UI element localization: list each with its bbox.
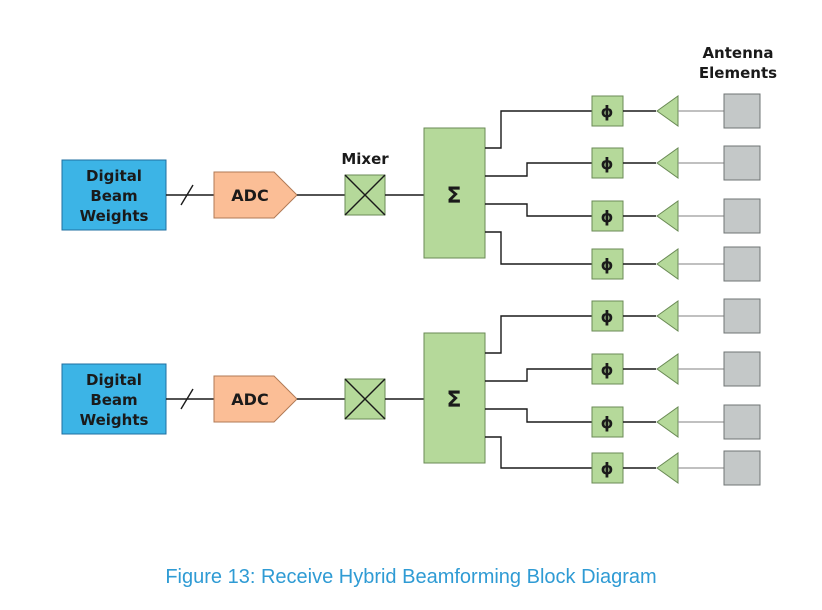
phase-symbol: ϕ: [601, 459, 614, 478]
antenna-elements-label-line2: Elements: [699, 64, 777, 82]
summation-block: [423, 127, 486, 259]
phase-symbol: ϕ: [601, 413, 614, 432]
phase-shifter-block: [591, 406, 624, 438]
antenna-element: [723, 351, 761, 387]
summation-block: [423, 332, 486, 464]
phase-shifter-block: [591, 248, 624, 280]
amplifier-triangle: [656, 452, 679, 484]
dbw-label-line3: Weights: [80, 411, 149, 429]
phase-symbol: ϕ: [601, 307, 614, 326]
phase-symbol: ϕ: [601, 255, 614, 274]
phase-shifter-block: [591, 300, 624, 332]
phase-shifter-block: [591, 95, 624, 127]
branch-line: [485, 203, 592, 217]
phase-shifter-block: [591, 452, 624, 484]
amplifier-triangle: [656, 95, 679, 127]
amplifier-triangle: [656, 353, 679, 385]
branch-line: [485, 162, 592, 177]
dbw-label-line1: Digital: [86, 371, 142, 389]
phase-symbol: ϕ: [601, 207, 614, 226]
branch-line: [485, 368, 592, 382]
bus-slash: [180, 388, 194, 410]
dbw-label-line2: Beam: [90, 187, 137, 205]
summation-symbol: Σ: [446, 388, 461, 413]
summation-symbol: Σ: [446, 184, 461, 209]
phase-symbol: ϕ: [601, 360, 614, 379]
block-diagram: Antenna Elements Mixer DigitalBeamWeight…: [61, 44, 777, 486]
dbw-label-line2: Beam: [90, 391, 137, 409]
amplifier-triangle: [656, 406, 679, 438]
branch-line: [485, 231, 592, 265]
mixer-cross: [344, 378, 386, 420]
digital-beam-weights-box: [61, 159, 167, 231]
phase-symbol: ϕ: [601, 154, 614, 173]
antenna-element: [723, 145, 761, 181]
antenna-element: [723, 450, 761, 486]
antenna-elements-label-line1: Antenna: [702, 44, 773, 62]
bus-slash: [180, 184, 194, 206]
antenna-element: [723, 198, 761, 234]
amplifier-triangle: [656, 248, 679, 280]
amplifier-triangle: [656, 200, 679, 232]
adc-label: ADC: [231, 390, 268, 409]
branch-line: [485, 315, 592, 354]
mixer-cross: [344, 174, 386, 216]
antenna-element: [723, 93, 761, 129]
antenna-element: [723, 246, 761, 282]
dbw-label-line1: Digital: [86, 167, 142, 185]
figure-caption: Figure 13: Receive Hybrid Beamforming Bl…: [165, 566, 657, 588]
amplifier-triangle: [656, 300, 679, 332]
phase-symbol: ϕ: [601, 102, 614, 121]
mixer-label: Mixer: [341, 150, 389, 168]
adc-block: [213, 171, 298, 219]
phase-shifter-block: [591, 147, 624, 179]
dbw-label-line3: Weights: [80, 207, 149, 225]
branch-line: [485, 436, 592, 469]
adc-block: [213, 375, 298, 423]
branch-line: [485, 408, 592, 423]
branch-line: [485, 110, 592, 149]
adc-label: ADC: [231, 186, 268, 205]
antenna-element: [723, 298, 761, 334]
amplifier-triangle: [656, 147, 679, 179]
phase-shifter-block: [591, 353, 624, 385]
antenna-element: [723, 404, 761, 440]
